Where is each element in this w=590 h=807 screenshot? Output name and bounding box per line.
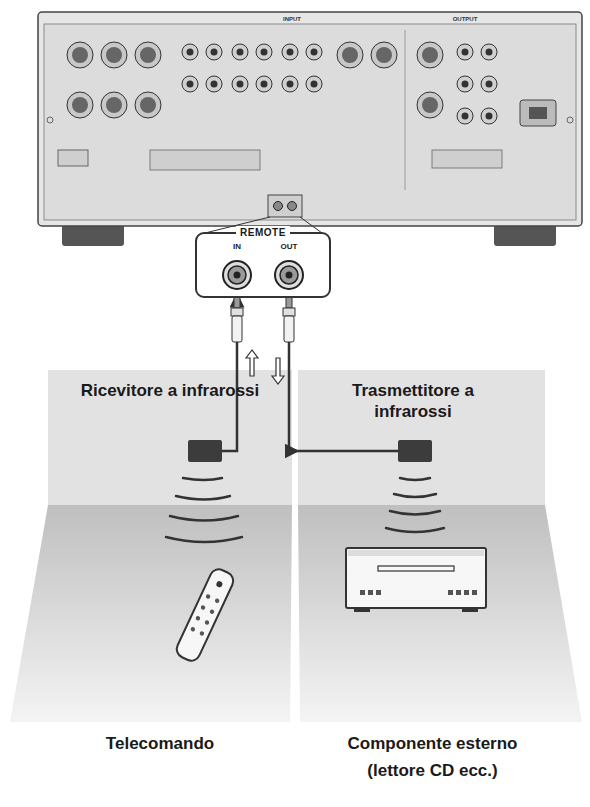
transmitter-cable xyxy=(298,450,398,453)
xlr-jack xyxy=(337,42,363,68)
mini-plug xyxy=(231,296,243,342)
rca-jack xyxy=(206,76,222,92)
infrared-transmitter xyxy=(398,440,432,462)
rca-jack xyxy=(256,76,272,92)
power-socket-hole xyxy=(529,107,547,119)
jack-label: IN xyxy=(219,242,255,252)
xlr-jack xyxy=(371,42,397,68)
remote-in-jack xyxy=(274,202,283,211)
receiver-floor xyxy=(10,505,292,722)
foot xyxy=(62,224,124,246)
rca-jack xyxy=(206,44,222,60)
receiver-panel: Ricevitore a infrarossi xyxy=(48,370,292,505)
infrared-waves xyxy=(166,478,242,542)
rca-jack xyxy=(457,108,473,124)
ground-terminal xyxy=(58,150,88,166)
remote-control xyxy=(174,566,236,663)
screw xyxy=(567,117,573,123)
transmitter-panel: Trasmettitore a infrarossi xyxy=(298,370,545,505)
jack-label: OUT xyxy=(271,242,307,252)
rca-jack xyxy=(182,44,198,60)
rca-jack xyxy=(457,44,473,60)
panel-housing xyxy=(38,12,582,226)
rca-jack xyxy=(306,44,322,60)
infrared-waves xyxy=(386,478,444,532)
panel-face xyxy=(44,24,576,220)
device-caption: Componente esterno (lettore CD ecc.) xyxy=(330,730,535,784)
xlr-jack xyxy=(135,92,161,118)
section-divider xyxy=(405,30,406,190)
device-heading: Ricevitore a infrarossi xyxy=(80,370,260,401)
callout-box: REMOTEINOUT xyxy=(195,232,331,298)
direction-arrow-up xyxy=(246,350,258,376)
rear-panel xyxy=(38,12,582,246)
device-heading: Trasmettitore a infrarossi xyxy=(323,370,503,422)
rca-jack xyxy=(481,76,497,92)
xlr-jack xyxy=(101,42,127,68)
rca-jack xyxy=(182,76,198,92)
rca-jack xyxy=(232,44,248,60)
rca-jack xyxy=(481,44,497,60)
xlr-jack xyxy=(417,92,443,118)
rca-jack xyxy=(457,76,473,92)
xlr-jack xyxy=(67,42,93,68)
xlr-jack xyxy=(417,42,443,68)
remote-out-jack xyxy=(288,202,297,211)
remote-terminal-area xyxy=(268,195,302,217)
switch-panel xyxy=(432,150,502,168)
switch-panel xyxy=(150,150,260,170)
rca-jack xyxy=(282,44,298,60)
rca-jack xyxy=(282,76,298,92)
rca-jack xyxy=(232,76,248,92)
section-label: INPUT xyxy=(262,15,322,23)
xlr-jack xyxy=(135,42,161,68)
remote-out-jack: OUT xyxy=(271,242,307,294)
foot xyxy=(494,224,556,246)
device-caption: Telecomando xyxy=(40,730,280,757)
power-socket xyxy=(520,100,556,126)
transmitter-floor xyxy=(298,505,582,722)
input-jacks xyxy=(67,42,497,124)
rca-jack xyxy=(256,44,272,60)
callout-leader xyxy=(300,217,322,233)
section-label: OUTPUT xyxy=(430,15,500,23)
cd-player xyxy=(346,548,486,612)
direction-arrow-down xyxy=(272,358,284,384)
rca-jack xyxy=(481,108,497,124)
screw xyxy=(47,117,53,123)
xlr-jack xyxy=(101,92,127,118)
receiver-ground xyxy=(48,370,292,505)
xlr-jack xyxy=(67,92,93,118)
jack-label: REMOTE xyxy=(236,226,290,239)
mini-plug xyxy=(283,296,295,342)
infrared-receiver xyxy=(188,440,222,462)
rca-jack xyxy=(306,76,322,92)
transmitter-ground xyxy=(298,370,545,505)
remote-in-jack: IN xyxy=(219,242,255,294)
